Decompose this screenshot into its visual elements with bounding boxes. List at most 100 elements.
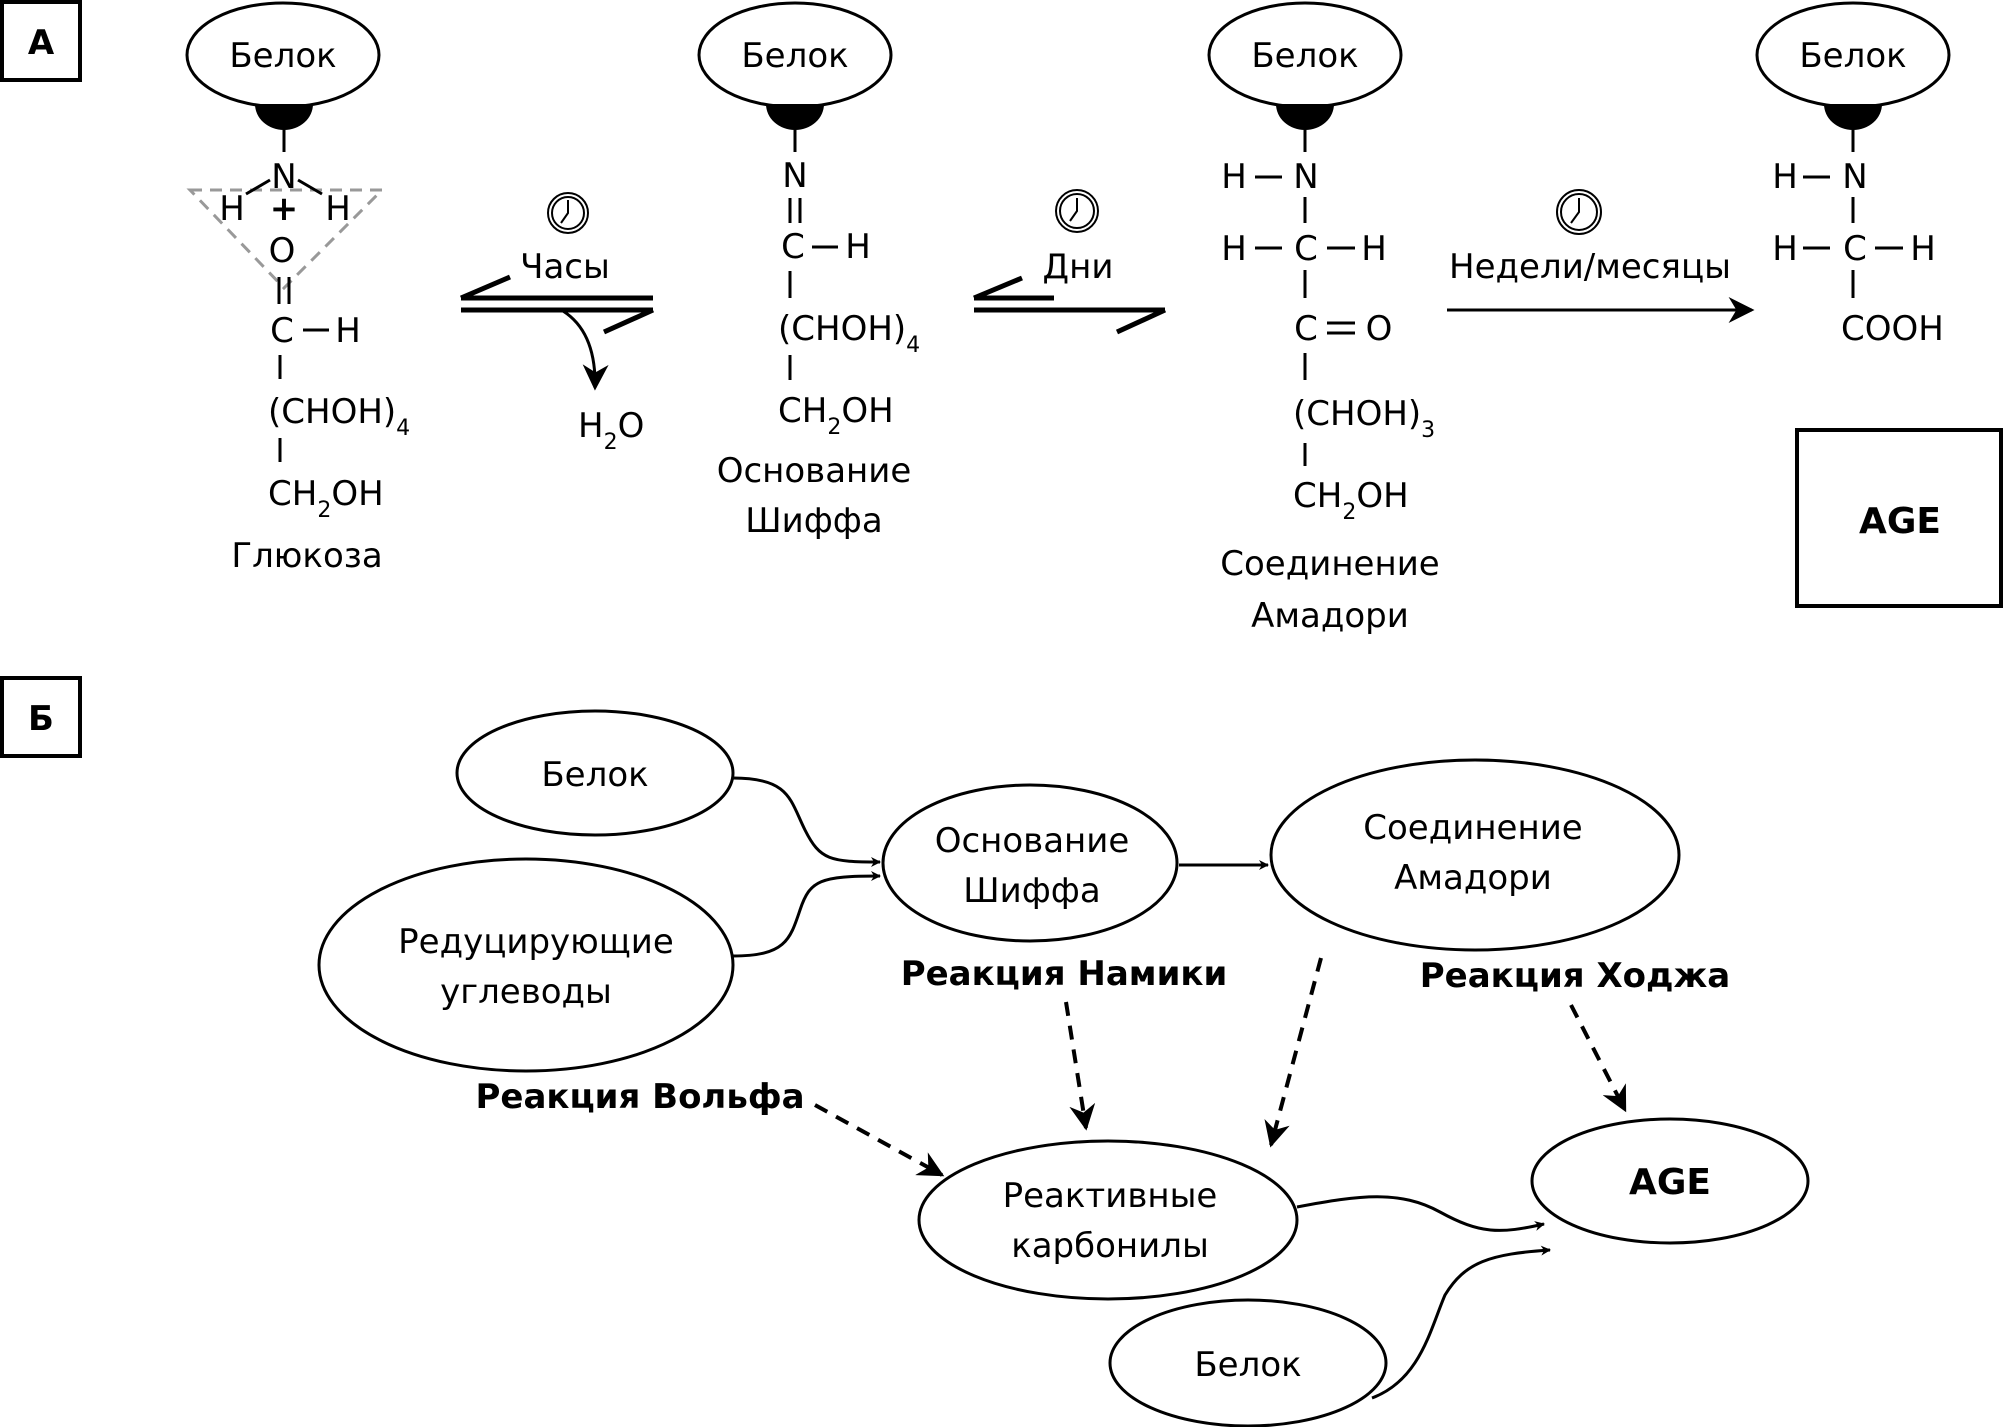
reaction-hodge-label: Реакция Ходжа	[1420, 956, 1731, 996]
node-amadori-label: Соединение	[1363, 808, 1582, 848]
amine-anchor	[1824, 104, 1882, 130]
step-weeks-label: Недели/месяцы	[1449, 247, 1731, 287]
equilibrium-arrow	[973, 275, 1167, 335]
node-reducing-sugars	[317, 857, 735, 1073]
node-age	[1530, 1117, 1810, 1245]
dashed-amadori-to-carbonyl-arrow	[1264, 957, 1323, 1148]
panel-a-label-box	[0, 0, 82, 82]
amadori-label: Амадори	[1251, 596, 1409, 636]
protein-label: Белок	[741, 36, 848, 76]
atom-c: C	[1843, 229, 1867, 269]
step-hours: Часы H2O	[460, 192, 655, 455]
amine-anchor	[255, 104, 313, 130]
atom-h: H	[219, 189, 245, 229]
dashed-hodge-arrow	[1569, 1004, 1627, 1113]
water-release-arrow	[562, 309, 609, 391]
step-weeks: Недели/месяцы	[1447, 189, 1755, 323]
atom-c: C	[1294, 229, 1318, 269]
amadori-label: Соединение	[1220, 544, 1439, 584]
protein-label: Белок	[1251, 36, 1358, 76]
glucose-structure: Белок N H + H O C H (CHOH)4 CH2OH Глюкоз…	[185, 1, 410, 576]
glucose-label: Глюкоза	[231, 536, 382, 576]
dashed-namiki-arrow	[1064, 1001, 1096, 1131]
amadori-structure: Белок H N H C H C O (CHOH)3 CH2OH Соедин…	[1207, 1, 1440, 636]
ch2oh-group: CH2OH	[778, 391, 894, 440]
water-label: H2O	[578, 406, 644, 455]
node-reducing-sugars-label: углеводы	[440, 972, 612, 1012]
node-schiff-base-label: Основание	[935, 821, 1130, 861]
node-schiff-base-label: Шиффа	[963, 871, 1100, 911]
panel-a-label: А	[28, 23, 55, 63]
clock-icon	[1055, 189, 1099, 233]
connector-protein-to-age	[1371, 1245, 1551, 1400]
clock-icon	[1556, 189, 1602, 235]
node-amadori	[1269, 758, 1681, 952]
age-box	[1795, 428, 2003, 608]
atom-c: C	[781, 227, 805, 267]
node-reducing-sugars-label: Редуцирующие	[398, 922, 674, 962]
node-amadori-label: Амадори	[1394, 858, 1552, 898]
node-protein-bottom-label: Белок	[1194, 1345, 1301, 1385]
atom-c: C	[270, 311, 294, 351]
chohn-group: (CHOH)4	[778, 309, 920, 358]
ch2oh-group: CH2OH	[1293, 476, 1409, 525]
step-days-label: Дни	[1043, 247, 1114, 287]
equilibrium-arrow	[460, 274, 655, 335]
protein-label: Белок	[1799, 36, 1906, 76]
atom-h: H	[1361, 229, 1387, 269]
connector-protein-to-schiff	[732, 776, 881, 867]
node-reactive-carbonyls-label: Реактивные	[1003, 1176, 1218, 1216]
connector-sugars-to-schiff	[732, 871, 881, 958]
atom-n: N	[1842, 157, 1867, 197]
atom-h: H	[1772, 157, 1798, 197]
bond	[245, 178, 271, 196]
chohn-group: (CHOH)3	[1293, 394, 1435, 443]
node-protein-top-label: Белок	[541, 755, 648, 795]
atom-h: H	[335, 311, 361, 351]
chohn-group: (CHOH)4	[268, 392, 410, 441]
step-hours-label: Часы	[520, 247, 610, 287]
amine-anchor	[1276, 104, 1334, 130]
atom-h: H	[325, 189, 351, 229]
panel-a: А Белок N H + H O C H (CHOH)4 CH2OH Глюк…	[0, 0, 2003, 636]
node-reactive-carbonyls-label: карбонилы	[1011, 1226, 1209, 1266]
node-protein-bottom	[1108, 1298, 1388, 1427]
atom-h: H	[1772, 229, 1798, 269]
plus-sign: +	[270, 189, 299, 229]
atom-o: O	[1366, 309, 1393, 349]
clock-icon	[547, 192, 589, 234]
schiff-label: Шиффа	[745, 501, 882, 541]
reaction-namiki-label: Реакция Намики	[901, 954, 1228, 994]
cooh-group: COOH	[1841, 309, 1944, 349]
panel-b: Б Белок Редуцирующие углеводы Основание …	[0, 676, 1810, 1427]
atom-h: H	[1221, 157, 1247, 197]
schiff-base-structure: Белок N C H (CHOH)4 CH2OH Основание Шифф…	[697, 1, 920, 541]
panel-b-label-box	[0, 676, 82, 758]
schiff-label: Основание	[717, 451, 912, 491]
protein-label: Белок	[229, 36, 336, 76]
connector-carbonyl-to-age	[1296, 1195, 1545, 1232]
ch2oh-group: CH2OH	[268, 474, 384, 523]
atom-h: H	[845, 227, 871, 267]
atom-n: N	[271, 157, 296, 197]
atom-h: H	[1910, 229, 1936, 269]
amine-anchor	[766, 104, 824, 130]
atom-o: O	[269, 231, 296, 271]
node-age-label: AGE	[1629, 1162, 1711, 1203]
dashed-wolff-arrow	[814, 1103, 945, 1177]
age-structure: Белок H N H C H COOH	[1755, 1, 1951, 349]
atom-c: C	[1294, 309, 1318, 349]
atom-h: H	[1221, 229, 1247, 269]
reaction-wolff-label: Реакция Вольфа	[475, 1077, 804, 1117]
node-protein-top	[455, 709, 735, 837]
node-schiff-base	[881, 783, 1179, 943]
atom-n: N	[1293, 157, 1318, 197]
panel-b-label: Б	[28, 699, 54, 739]
bond	[297, 178, 323, 196]
age-box-label: AGE	[1859, 501, 1941, 542]
reaction-zone-triangle	[186, 188, 386, 291]
step-days: Дни	[973, 189, 1167, 335]
node-reactive-carbonyls	[917, 1139, 1299, 1301]
atom-n: N	[782, 156, 807, 196]
